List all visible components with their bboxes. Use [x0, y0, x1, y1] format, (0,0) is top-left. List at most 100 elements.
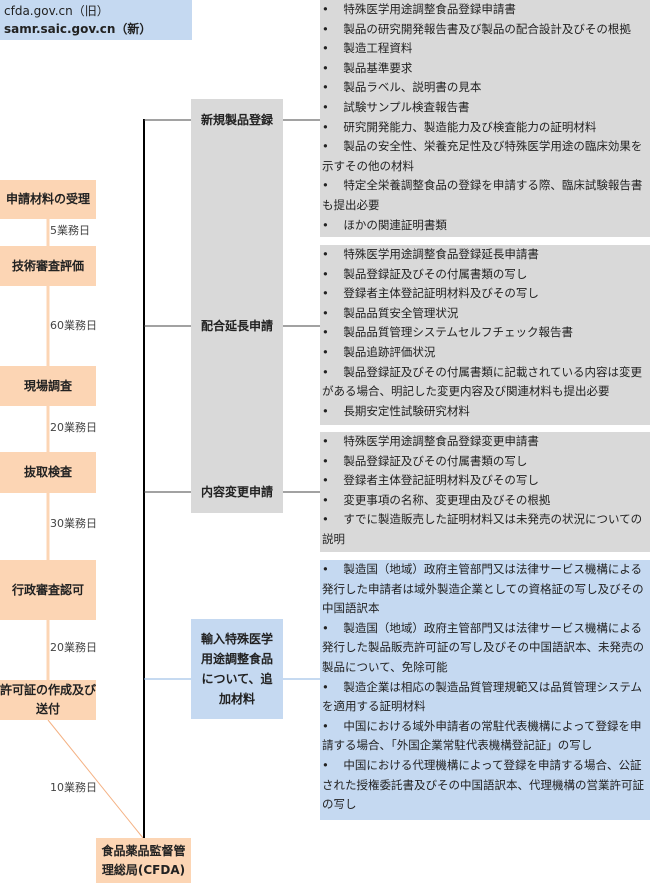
material-text: 製造国（地域）政府主管部門又は法律サービス機構による発行した製品販売許可証の写し…: [322, 620, 644, 674]
material-text: 製品品質安全管理状況: [343, 305, 459, 320]
material-item: • 中国における域外申請者の常駐代表機構によって登録を申請する場合、「外国企業常…: [322, 717, 648, 756]
bullet-icon: •: [322, 266, 344, 281]
category-new-registration: 新規製品登録: [200, 113, 273, 127]
duration-label: 10業務日: [50, 781, 97, 794]
bullet-icon: •: [322, 620, 344, 635]
material-item: • 製品基準要求: [322, 59, 648, 79]
authority-cfda: 食品薬品監督管理総局(CFDA): [96, 838, 191, 883]
category-extension: 配合延長申請: [200, 319, 273, 333]
material-item: • 製品の安全性、栄養充足性及び特殊医学用途の臨床効果を示すその他の材料: [322, 137, 648, 176]
material-text: ほかの関連証明書類: [343, 217, 447, 232]
bullet-icon: •: [322, 718, 344, 733]
step-license-issuance: 許可証の作成及び送付: [0, 680, 96, 720]
bullet-icon: •: [322, 492, 344, 507]
bullet-icon: •: [322, 60, 344, 75]
material-text: 特殊医学用途調整食品登録延長申請書: [343, 247, 539, 261]
bullet-icon: •: [322, 473, 344, 488]
material-text: 製品の研究開発報告書及び製品の配合設計及びその根拠: [343, 21, 631, 36]
material-item: • 製品ラベル、説明書の見本: [322, 78, 648, 98]
bullet-icon: •: [322, 247, 344, 261]
material-item: • 製品追跡評価状況: [322, 343, 648, 363]
material-text: 製品ラベル、説明書の見本: [343, 80, 482, 95]
material-item: • 製品登録証及びその付属書類の写し: [322, 265, 648, 285]
material-item: • 製造国（地域）政府主管部門又は法律サービス機構による発行した製品販売許可証の…: [322, 619, 648, 678]
material-item: • 登録者主体登記証明材料及びその写し: [322, 284, 648, 304]
new-url: samr.saic.gov.cn（新）: [4, 22, 152, 36]
material-text: 長期安定性試験研究材料: [343, 403, 470, 418]
step-sampling-test: 抜取検査: [0, 452, 96, 493]
material-text: すでに製造販売した証明材料又は未発売の状況についての説明: [322, 512, 643, 546]
bullet-icon: •: [322, 305, 344, 320]
material-item: • 研究開発能力、製造能力及び検査能力の証明材料: [322, 118, 648, 138]
material-item: • 登録者主体登記証明材料及びその写し: [322, 471, 648, 491]
material-item: • 製品品質管理システムセルフチェック報告書: [322, 323, 648, 343]
bullet-icon: •: [322, 139, 344, 154]
material-item: • 特殊医学用途調整食品登録延長申請書: [322, 245, 648, 265]
material-item: • 特定全栄養調整食品の登録を申請する際、臨床試験報告書も提出必要: [322, 176, 648, 215]
material-item: • 製造工程資料: [322, 39, 648, 59]
material-item: • 製品の研究開発報告書及び製品の配合設計及びその根拠: [322, 20, 648, 40]
material-text: 製品追跡評価状況: [343, 344, 436, 359]
step-application-receipt: 申請材料の受理: [0, 180, 96, 219]
materials-list-new-registration: • 特殊医学用途調整食品登録申請書• 製品の研究開発報告書及び製品の配合設計及び…: [320, 0, 650, 237]
material-item: • 製造企業は相応の製造品質管理規範又は品質管理システムを適用する証明材料: [322, 678, 648, 717]
material-item: • 試験サンプル検査報告書: [322, 98, 648, 118]
material-text: 特定全栄養調整食品の登録を申請する際、臨床試験報告書も提出必要: [322, 178, 643, 212]
materials-list-import: • 製造国（地域）政府主管部門又は法律サービス機構による発行した申請者は域外製造…: [320, 560, 650, 820]
material-text: 製品登録証及びその付属書類の写し: [343, 266, 528, 281]
material-text: 特殊医学用途調整食品登録申請書: [343, 2, 516, 16]
material-text: 変更事項の名称、変更理由及びその根拠: [343, 492, 551, 507]
category-column: [191, 99, 283, 513]
material-item: • すでに製造販売した証明材料又は未発売の状況についての説明: [322, 510, 648, 549]
material-text: 中国における代理機構によって登録を申請する場合、公証された授権委託書及びその中国…: [322, 757, 644, 812]
bullet-icon: •: [322, 41, 344, 56]
material-text: 製造国（地域）政府主管部門又は法律サービス機構による発行した申請者は域外製造企業…: [322, 562, 644, 616]
bullet-icon: •: [322, 325, 344, 340]
material-text: 製品品質管理システムセルフチェック報告書: [343, 325, 574, 340]
bullet-icon: •: [322, 403, 344, 418]
step-technical-review: 技術審査評価: [0, 246, 96, 286]
material-item: • 製品登録証及びその付属書類の写し: [322, 452, 648, 472]
material-text: 製品登録証及びその付属書類に記載されている内容は変更がある場合、明記した変更内容…: [322, 364, 643, 399]
material-item: • ほかの関連証明書類: [322, 216, 648, 236]
duration-label: 5業務日: [50, 224, 90, 237]
website-urls: cfda.gov.cn（旧） samr.saic.gov.cn（新）: [0, 0, 192, 40]
material-text: 試験サンプル検査報告書: [343, 99, 470, 114]
material-text: 製造企業は相応の製造品質管理規範又は品質管理システムを適用する証明材料: [322, 679, 643, 714]
bullet-icon: •: [322, 286, 344, 301]
bullet-icon: •: [322, 512, 344, 527]
duration-label: 20業務日: [50, 421, 97, 434]
material-item: • 特殊医学用途調整食品登録申請書: [322, 0, 648, 20]
bullet-icon: •: [322, 364, 344, 379]
category-change: 内容変更申請: [200, 485, 273, 499]
material-item: • 変更事項の名称、変更理由及びその根拠: [322, 491, 648, 511]
materials-list-extension: • 特殊医学用途調整食品登録延長申請書• 製品登録証及びその付属書類の写し• 登…: [320, 245, 650, 425]
duration-label: 30業務日: [50, 517, 97, 530]
material-item: • 中国における代理機構によって登録を申請する場合、公証された授権委託書及びその…: [322, 756, 648, 815]
material-item: • 特殊医学用途調整食品登録変更申請書: [322, 432, 648, 452]
bullet-icon: •: [322, 453, 344, 468]
materials-list-change: • 特殊医学用途調整食品登録変更申請書• 製品登録証及びその付属書類の写し• 登…: [320, 432, 650, 552]
bullet-icon: •: [322, 119, 344, 134]
material-text: 製品登録証及びその付属書類の写し: [343, 453, 528, 468]
bullet-icon: •: [322, 434, 344, 448]
bullet-icon: •: [322, 757, 344, 772]
bullet-icon: •: [322, 344, 344, 359]
material-text: 製品基準要求: [343, 60, 413, 75]
material-text: 特殊医学用途調整食品登録変更申請書: [343, 434, 539, 448]
bullet-icon: •: [322, 2, 344, 16]
step-site-inspection: 現場調査: [0, 366, 96, 406]
bullet-icon: •: [322, 217, 344, 232]
material-text: 登録者主体登記証明材料及びその写し: [343, 473, 539, 488]
bullet-icon: •: [322, 679, 344, 694]
old-url: cfda.gov.cn（旧）: [4, 4, 109, 18]
bullet-icon: •: [322, 80, 344, 95]
category-import-additional: 輸入特殊医学用途調整食品について、追加材料: [191, 619, 283, 719]
material-text: 製品の安全性、栄養充足性及び特殊医学用途の臨床効果を示すその他の材料: [322, 139, 643, 173]
step-administrative-approval: 行政審査認可: [0, 560, 96, 620]
material-item: • 製品品質安全管理状況: [322, 304, 648, 324]
bullet-icon: •: [322, 99, 344, 114]
bullet-icon: •: [322, 178, 344, 193]
material-item: • 長期安定性試験研究材料: [322, 402, 648, 422]
material-text: 中国における域外申請者の常駐代表機構によって登録を申請する場合、「外国企業常駐代…: [322, 718, 642, 753]
